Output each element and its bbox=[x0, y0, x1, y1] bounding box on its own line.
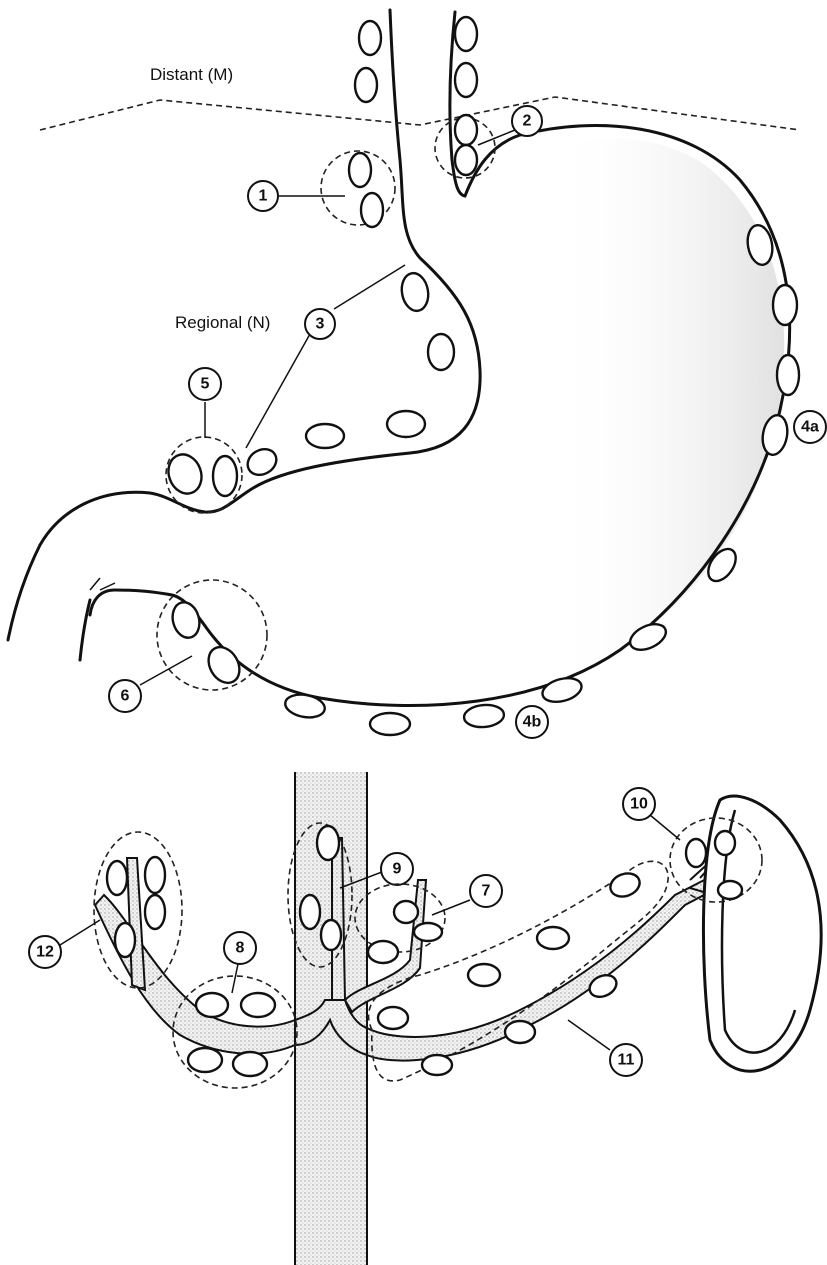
lymph-node bbox=[361, 193, 383, 227]
callout-1-number: 1 bbox=[259, 188, 268, 205]
lymph-node bbox=[505, 1021, 535, 1043]
stomach-shading bbox=[200, 139, 784, 702]
lymph-node bbox=[321, 920, 341, 950]
callout-7-number: 7 bbox=[482, 883, 491, 900]
lymph-node bbox=[428, 334, 454, 370]
lymph-node bbox=[145, 895, 165, 929]
lymph-node bbox=[607, 870, 643, 901]
callout-7-leader bbox=[432, 900, 470, 915]
callout-12-number: 12 bbox=[36, 944, 54, 961]
lymph-node bbox=[233, 1052, 267, 1076]
lymph-node bbox=[169, 599, 203, 641]
lymph-node bbox=[213, 456, 237, 496]
lymph-node bbox=[686, 839, 706, 867]
lymph-node bbox=[455, 63, 477, 97]
lymph-node bbox=[463, 703, 505, 728]
lymph-node bbox=[378, 1007, 408, 1029]
lymph-node bbox=[387, 411, 425, 437]
callout-9-number: 9 bbox=[393, 861, 402, 878]
callout-2-leader bbox=[478, 130, 515, 145]
callout-3-number: 3 bbox=[316, 316, 325, 333]
callout-6-leader bbox=[140, 656, 192, 685]
lymph-node bbox=[468, 964, 500, 986]
callout-6-number: 6 bbox=[121, 688, 130, 705]
celiac-vessels-figure: 12 8 9 7 11 bbox=[29, 772, 821, 1265]
duodenum-branch bbox=[90, 578, 115, 590]
callout-2-number: 2 bbox=[523, 113, 532, 130]
lymph-node bbox=[317, 826, 339, 860]
lymph-node bbox=[283, 692, 326, 721]
callout-8-number: 8 bbox=[236, 940, 245, 957]
lymph-node bbox=[455, 145, 477, 175]
lymph-node bbox=[241, 993, 275, 1017]
callout-3-leader-a bbox=[334, 265, 405, 309]
lymph-node bbox=[368, 941, 398, 963]
lymph-node bbox=[355, 68, 377, 102]
lymph-node bbox=[300, 895, 320, 929]
callout-3-leader-b bbox=[246, 334, 310, 448]
callout-11-number: 11 bbox=[618, 1052, 635, 1069]
lymph-node bbox=[537, 927, 569, 949]
callout-10-leader bbox=[650, 815, 680, 840]
lymph-node bbox=[399, 271, 431, 313]
regional-label: Regional (N) bbox=[175, 313, 270, 332]
callout-4a-number: 4a bbox=[801, 419, 819, 436]
lymph-node bbox=[414, 923, 442, 941]
callout-11-leader bbox=[568, 1020, 610, 1050]
lymph-node bbox=[188, 1048, 222, 1072]
duodenum-stub bbox=[80, 600, 90, 660]
callout-4b-number: 4b bbox=[523, 714, 542, 731]
lymph-node bbox=[718, 881, 742, 899]
lymph-node bbox=[349, 153, 371, 187]
distant-label: Distant (M) bbox=[150, 65, 233, 84]
callout-10-number: 10 bbox=[630, 796, 648, 813]
lymph-node bbox=[422, 1055, 452, 1075]
callout-8-leader bbox=[232, 964, 238, 993]
lymph-node bbox=[777, 355, 799, 395]
lymph-node bbox=[107, 861, 127, 895]
lymph-node bbox=[115, 923, 135, 957]
distant-boundary-line bbox=[40, 97, 800, 130]
lymph-node bbox=[243, 444, 281, 480]
lymph-node bbox=[370, 713, 410, 735]
stomach-figure: Distant (M) Regional (N) 1 2 3 bbox=[8, 10, 826, 738]
lymph-node bbox=[359, 21, 381, 55]
lymph-node bbox=[715, 831, 735, 855]
lymph-node bbox=[455, 115, 477, 145]
callout-12-leader bbox=[60, 920, 100, 945]
lymph-node bbox=[773, 285, 797, 325]
lymph-node bbox=[196, 993, 228, 1017]
lymph-node bbox=[394, 901, 418, 923]
lymph-node bbox=[306, 424, 344, 448]
lymph-node bbox=[455, 17, 477, 51]
hepatic-artery bbox=[95, 895, 295, 1054]
callout-5-number: 5 bbox=[201, 376, 210, 393]
lymph-node bbox=[145, 857, 165, 893]
